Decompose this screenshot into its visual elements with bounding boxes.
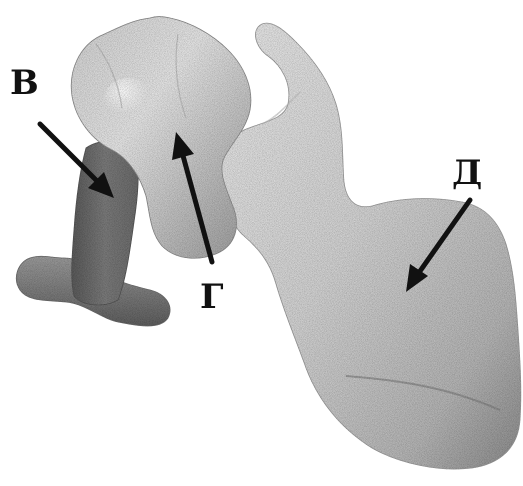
structure-d xyxy=(221,23,521,469)
label-v: В xyxy=(10,66,39,100)
label-g: Г xyxy=(200,280,223,314)
label-d: Д xyxy=(452,156,482,190)
